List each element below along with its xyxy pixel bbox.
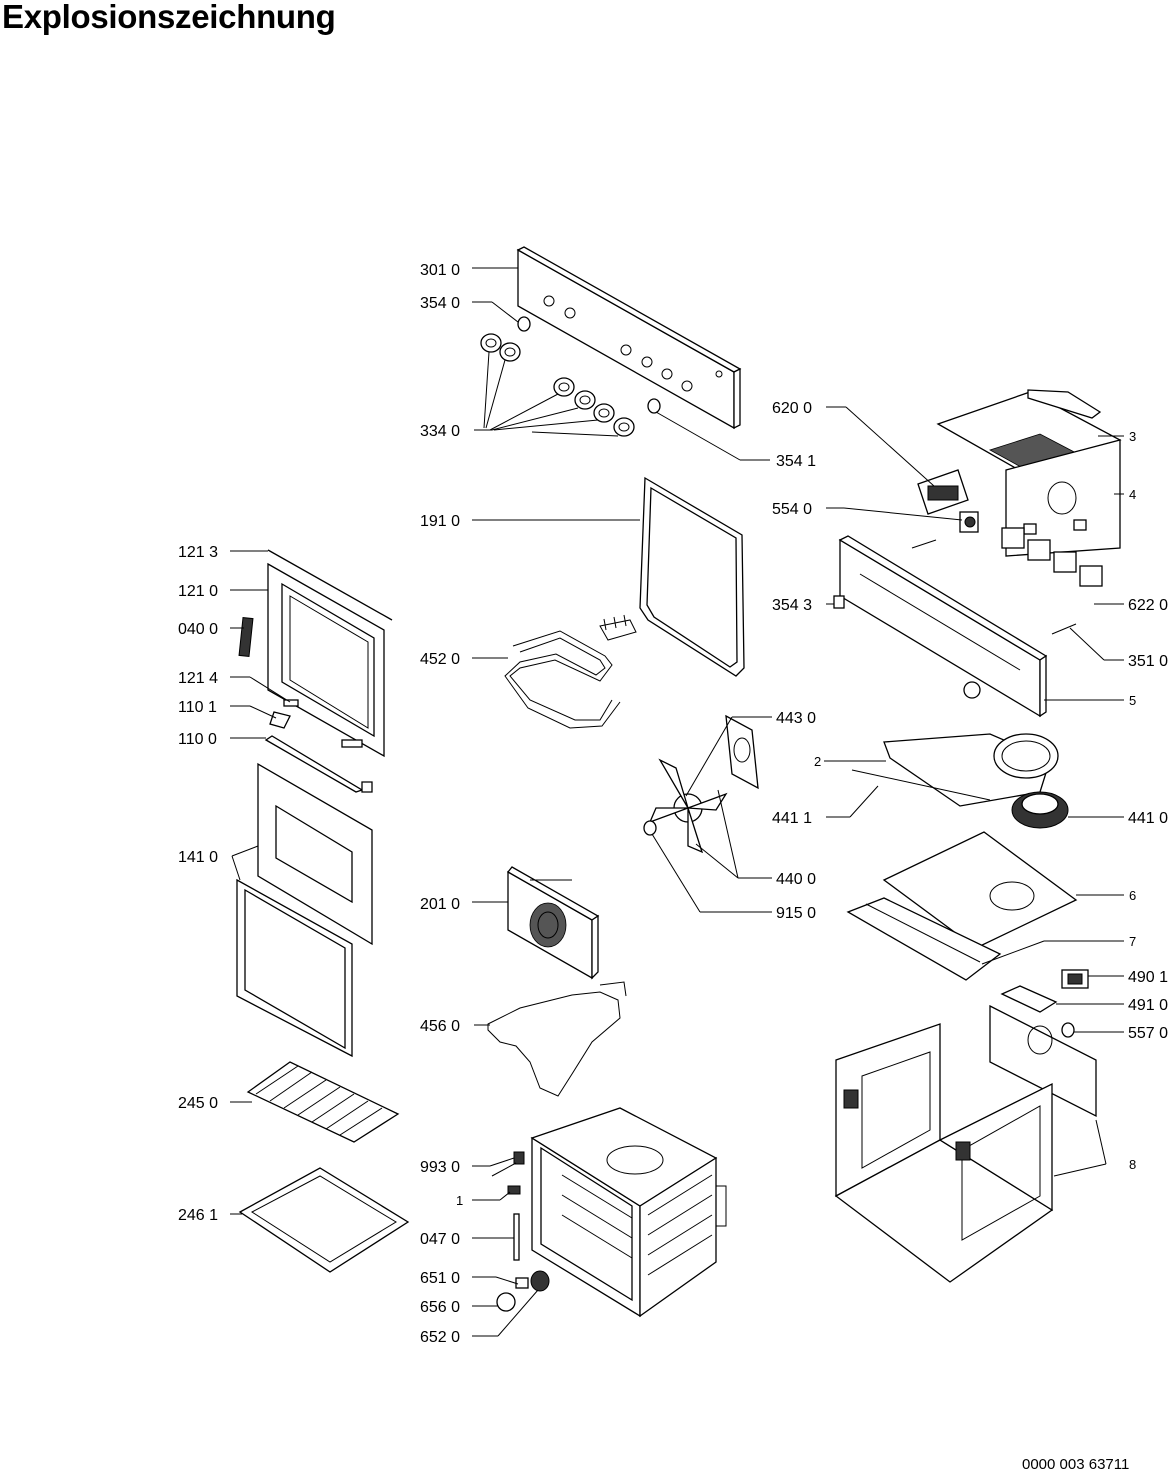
switches bbox=[911, 469, 1103, 635]
label-4: 4 bbox=[1129, 487, 1136, 502]
label-354-0: 354 0 bbox=[420, 295, 460, 312]
oven-cavity bbox=[530, 1107, 727, 1318]
label-441-0: 441 0 bbox=[1128, 810, 1168, 827]
label-121-0: 121 0 bbox=[178, 583, 218, 600]
label-6: 6 bbox=[1129, 888, 1136, 903]
label-490-1: 490 1 bbox=[1128, 969, 1168, 986]
label-351-0: 351 0 bbox=[1128, 653, 1168, 670]
page-title: Explosionszeichnung bbox=[2, 0, 336, 35]
leader-lines bbox=[230, 267, 1124, 1337]
label-656-0: 656 0 bbox=[420, 1299, 460, 1316]
label-047-0: 047 0 bbox=[420, 1231, 460, 1248]
oven-rack bbox=[246, 1061, 400, 1143]
label-110-0: 110 0 bbox=[178, 731, 217, 748]
label-245-0: 245 0 bbox=[178, 1095, 218, 1112]
label-452-0: 452 0 bbox=[420, 651, 460, 668]
label-354-3: 354 3 bbox=[772, 597, 812, 614]
label-915-0: 915 0 bbox=[776, 905, 816, 922]
terminal-blocks bbox=[1000, 969, 1089, 1038]
oven-housing bbox=[834, 1004, 1097, 1283]
label-440-0: 440 0 bbox=[776, 871, 816, 888]
label-040-0: 040 0 bbox=[178, 621, 218, 638]
label-652-0: 652 0 bbox=[420, 1329, 460, 1346]
label-2: 2 bbox=[814, 754, 821, 769]
label-301-0: 301 0 bbox=[420, 262, 460, 279]
label-651-0: 651 0 bbox=[420, 1270, 460, 1287]
label-201-0: 201 0 bbox=[420, 896, 460, 913]
baking-tray bbox=[238, 1167, 410, 1273]
top-heater-element bbox=[504, 614, 637, 729]
label-334-0: 334 0 bbox=[420, 423, 460, 440]
label-441-1: 441 1 bbox=[772, 810, 812, 827]
label-110-1: 110 1 bbox=[178, 699, 217, 716]
label-456-0: 456 0 bbox=[420, 1018, 460, 1035]
label-491-0: 491 0 bbox=[1128, 997, 1168, 1014]
knob-icon bbox=[480, 333, 635, 437]
label-246-1: 246 1 bbox=[178, 1207, 218, 1224]
label-141-0: 141 0 bbox=[178, 849, 218, 866]
small-parts bbox=[491, 1151, 550, 1312]
label-620-0: 620 0 bbox=[772, 400, 812, 417]
fan-housing bbox=[851, 733, 1069, 829]
label-8: 8 bbox=[1129, 1157, 1136, 1172]
label-557-0: 557 0 bbox=[1128, 1025, 1168, 1042]
front-frame bbox=[833, 535, 1048, 718]
control-panel-group bbox=[480, 246, 742, 437]
document-number: 0000 003 63711 bbox=[1022, 1456, 1130, 1473]
label-121-4: 121 4 bbox=[178, 670, 218, 687]
label-5: 5 bbox=[1129, 693, 1136, 708]
lower-heater-element bbox=[487, 981, 627, 1097]
door-handle bbox=[264, 735, 373, 793]
convection-fan bbox=[643, 714, 759, 854]
door-glass-panels bbox=[236, 762, 373, 1058]
rear-panel-fan-cover bbox=[507, 866, 600, 980]
label-993-0: 993 0 bbox=[420, 1159, 460, 1176]
label-7: 7 bbox=[1129, 934, 1136, 949]
door-gasket bbox=[639, 476, 745, 677]
label-3: 3 bbox=[1129, 429, 1136, 444]
label-354-1: 354 1 bbox=[776, 453, 816, 470]
cover-plates bbox=[846, 831, 1078, 981]
label-121-3: 121 3 bbox=[178, 544, 218, 561]
label-622-0: 622 0 bbox=[1128, 597, 1168, 614]
part-labels: 301 0 354 0 334 0 354 1 191 0 452 0 201 … bbox=[178, 262, 1168, 1346]
door-frame bbox=[238, 549, 393, 758]
label-554-0: 554 0 bbox=[772, 501, 812, 518]
label-191-0: 191 0 bbox=[420, 513, 460, 530]
label-1: 1 bbox=[456, 1193, 463, 1208]
label-443-0: 443 0 bbox=[776, 710, 816, 727]
